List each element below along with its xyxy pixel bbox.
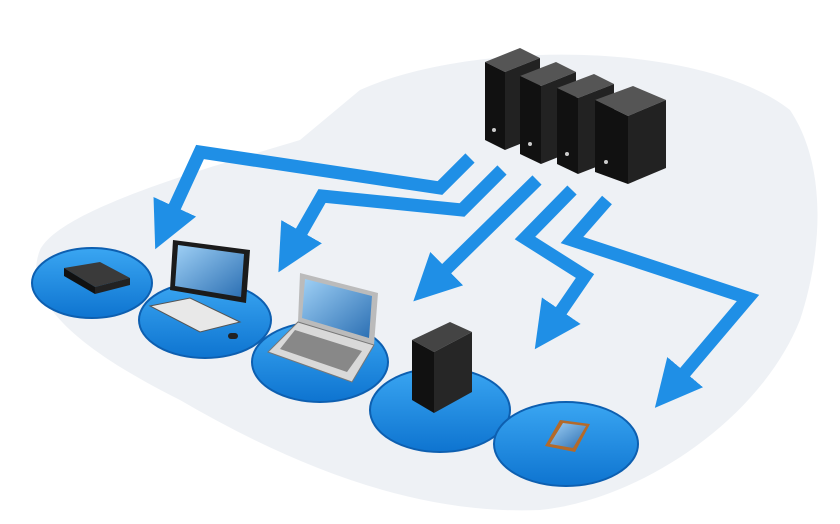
smartphone-icon: [545, 420, 590, 452]
set-top-box-icon: [64, 262, 130, 294]
tower-pc-icon: [412, 322, 472, 413]
arrow-to-set-top-box: [153, 144, 475, 250]
arrow-to-desktop: [278, 165, 507, 273]
arrow-to-laptop: [413, 175, 542, 302]
server-rack: [485, 48, 666, 184]
laptop-icon: [267, 273, 378, 383]
arrow-to-tower: [514, 185, 595, 350]
data-flow-arrows: [153, 144, 760, 408]
arrow-to-smartphone: [560, 195, 760, 408]
server-icon: [595, 86, 666, 184]
desktop-computer-icon: [148, 240, 250, 339]
